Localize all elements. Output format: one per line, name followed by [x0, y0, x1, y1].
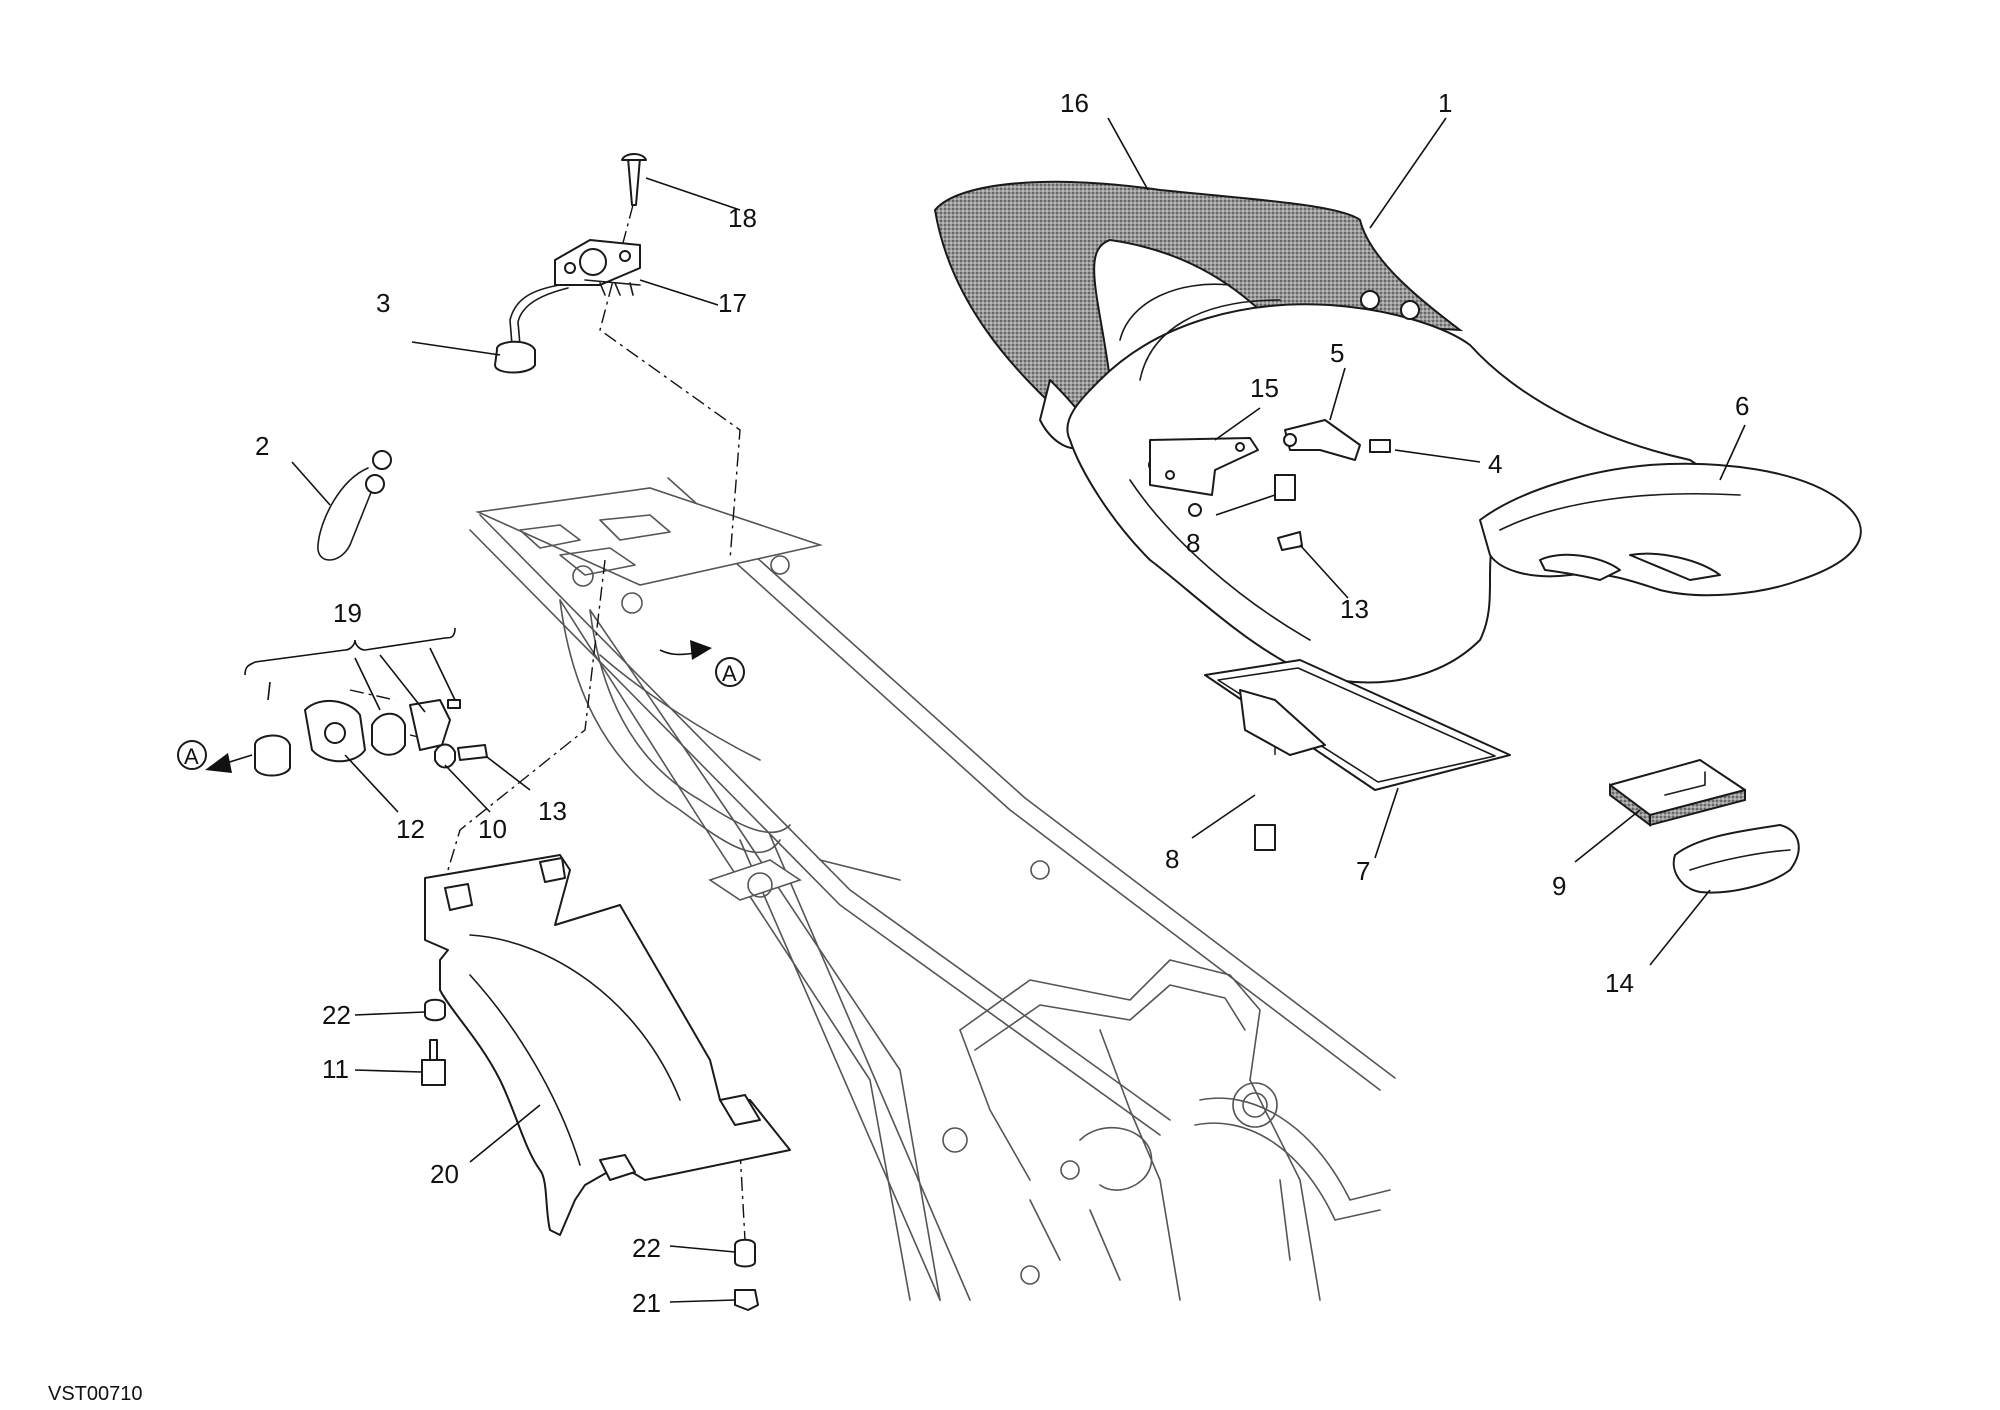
callout-1: 1 [1438, 88, 1452, 118]
fasteners [1254, 439, 1391, 851]
callout-7: 7 [1356, 856, 1370, 886]
callout-16: 16 [1060, 88, 1089, 118]
rear-mudguard [424, 854, 791, 1236]
callout-9: 9 [1552, 871, 1566, 901]
callout-17: 17 [718, 288, 747, 318]
rear-subframe [469, 477, 1396, 1301]
callout-10: 10 [478, 814, 507, 844]
callout-8a: 8 [1186, 528, 1200, 558]
callout-13a: 13 [1340, 594, 1369, 624]
lock-cylinder-assembly [244, 627, 488, 777]
callout-14: 14 [1605, 968, 1634, 998]
view-arrow-left [177, 740, 253, 773]
callout-6: 6 [1735, 391, 1749, 421]
seat [1479, 462, 1862, 597]
callout-4: 4 [1488, 449, 1502, 479]
callout-20: 20 [430, 1159, 459, 1189]
callout-5: 5 [1330, 338, 1344, 368]
callout-12: 12 [396, 814, 425, 844]
lower-fasteners [421, 998, 759, 1311]
callout-13b: 13 [538, 796, 567, 826]
pad-14 [1672, 824, 1800, 894]
seat-lock [494, 153, 647, 374]
bracket-5 [1283, 419, 1361, 461]
seat-cowl [933, 180, 1721, 684]
view-arrow-right [659, 640, 745, 687]
callout-15: 15 [1250, 373, 1279, 403]
bracket-15 [1149, 437, 1259, 496]
view-marker-right: A [722, 661, 737, 686]
callout-labels: 1 2 3 4 5 6 7 8 8 9 10 11 12 13 13 14 15… [48, 88, 1749, 1405]
callout-3: 3 [376, 288, 390, 318]
callout-2: 2 [255, 431, 269, 461]
callout-22a: 22 [322, 1000, 351, 1030]
cable-2 [317, 450, 392, 561]
callout-8b: 8 [1165, 844, 1179, 874]
view-marker-left: A [184, 744, 199, 769]
callout-18: 18 [728, 203, 757, 233]
callout-11: 11 [322, 1054, 349, 1084]
drawing-code: VST00710 [48, 1383, 143, 1405]
leader-lines [291, 117, 1746, 1303]
callout-19: 19 [333, 598, 362, 628]
storage-tray [1204, 659, 1511, 791]
callout-21: 21 [632, 1288, 661, 1318]
callout-22b: 22 [632, 1233, 661, 1263]
pad-9 [1609, 759, 1746, 827]
